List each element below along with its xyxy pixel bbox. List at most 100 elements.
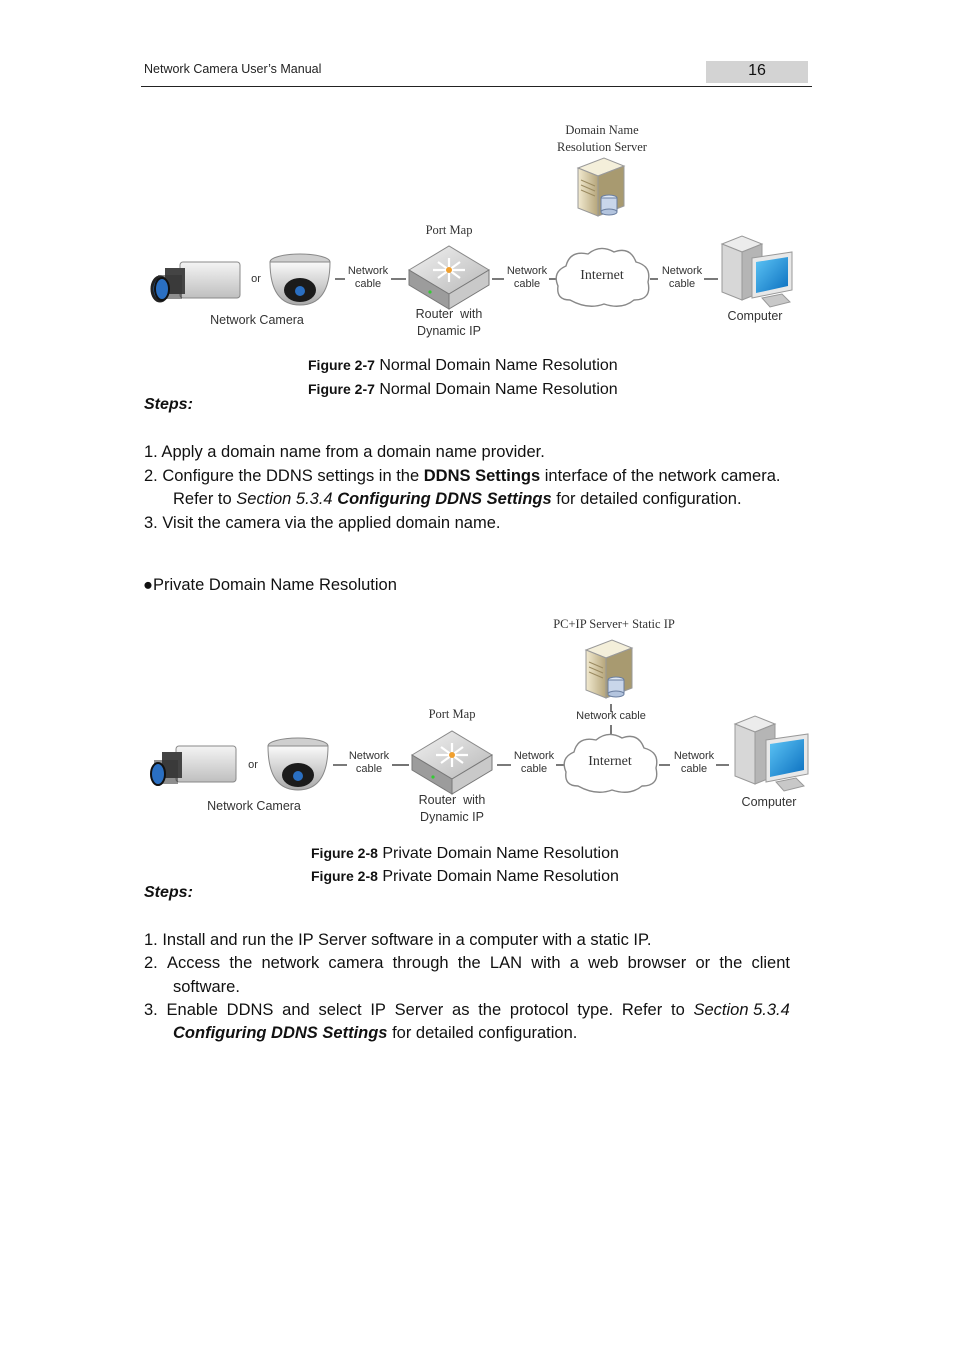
step2-3-word: Enable [166,1001,218,1019]
figure-2-7 [0,0,954,400]
dome-camera-icon [267,737,329,791]
fig1-server-label: Domain Name Resolution Server [540,122,664,156]
fig2-router-line2: Dynamic IP [420,810,484,824]
box-camera-icon [150,261,241,303]
fig2-cable-1-line1: Network [348,750,390,762]
step2-2-word: browser [627,954,687,972]
step2-2-word: Access [166,954,221,972]
fig2-router-line1: Router with [418,793,486,807]
fig2-cable-2-line2: cable [520,763,548,775]
fig2-caption-repeat-number: Figure 2-8 [311,868,378,884]
step1-3: 3. Visit the camera via the applied doma… [144,514,501,532]
box-camera-icon [150,745,237,786]
fig2-caption: Figure 2-8 Private Domain Name Resolutio… [311,845,619,863]
fig2-caption-number: Figure 2-8 [311,845,378,861]
router-icon [411,730,493,795]
fig1-network-camera-label: Network Camera [210,313,304,327]
step2-2-word: the [457,954,481,972]
fig1-cable-1-line1: Network [347,265,389,277]
fig1-router-label: Router with Dynamic IP [404,306,494,340]
fig1-cable-label-3: Network cable [655,265,709,291]
fig2-port-map-label: Port Map [428,707,476,721]
step1-2b-italic: Section 5.3.4 [236,490,338,508]
bullet-private-ddns: ●Private Domain Name Resolution [143,576,397,594]
fig1-caption-repeat-text: Normal Domain Name Resolution [374,381,618,398]
step1-2-cont: Refer to Section 5.3.4 Configuring DDNS … [173,490,742,509]
fig2-caption-repeat: Figure 2-8 Private Domain Name Resolutio… [311,868,619,886]
fig1-cable-label-1: Network cable [341,265,395,291]
cable-lines [333,704,729,766]
step2-3-word: protocol [509,1001,569,1019]
page-number-box [706,61,808,83]
step2-2-word: the [719,954,743,972]
step1-2-post: interface of the network camera. [540,467,781,485]
fig1-cable-3-line1: Network [661,265,703,277]
step2-2-word: with [531,954,561,972]
fig1-or-label: or [251,273,261,285]
page-number: 16 [748,62,766,79]
step2-2-cont: software. [173,978,240,996]
fig1-cable-2-line1: Network [506,265,548,277]
fig1-caption: Figure 2-7 Normal Domain Name Resolution [308,357,618,375]
fig2-server-label: PC+IP Server+ Static IP [553,617,675,631]
fig2-internet-label: Internet [588,754,632,769]
step2-3-word: as [452,1001,470,1019]
step2-1: 1. Install and run the IP Server softwar… [144,931,652,949]
fig1-caption-number: Figure 2-7 [308,357,375,373]
step2-3-word: Server [394,1001,444,1019]
step2-2-word: through [392,954,449,972]
step2-3-word: select [318,1001,362,1019]
step1-2b-post: for detailed configuration. [551,490,742,508]
step2-2-word: camera [328,954,384,972]
steps-heading-2: Steps: [144,884,193,901]
fig1-server-label-line2: Resolution Server [557,140,647,154]
fig2-caption-repeat-text: Private Domain Name Resolution [377,868,619,885]
fig1-internet-label: Internet [580,268,624,283]
fig2-cable-2-line1: Network [513,750,555,762]
step1-2b-pre: Refer to [173,490,237,508]
fig1-port-map-label: Port Map [425,223,473,237]
figure-2-8 [0,600,954,840]
fig2-server-cable-label: Network cable [576,710,646,722]
step2-2-word: 2. [144,954,158,972]
router-icon [408,245,490,310]
steps-heading-1: Steps: [144,396,193,413]
step1-2: 2. Configure the DDNS settings in the DD… [144,467,780,486]
step2-2-word: the [229,954,253,972]
fig2-caption-text: Private Domain Name Resolution [377,845,619,862]
fig1-cable-1-line2: cable [354,278,382,290]
step2-2-word: web [588,954,619,972]
step2-3-word: type. [577,1001,614,1019]
step2-3b-bolditalic: Configuring DDNS Settings [173,1024,388,1042]
fig2-router-label: Router with Dynamic IP [407,792,497,826]
fig1-server-label-line1: Domain Name [565,123,639,137]
fig2-cable-label-3: Network cable [667,750,721,776]
step2-2-word: or [695,954,711,972]
step2-3-word: and [282,1001,310,1019]
step2-3-word: the [478,1001,502,1019]
fig1-cable-2-line2: cable [513,278,541,290]
figure-2-8-diagram [150,639,809,795]
step2-2-word: a [569,954,579,972]
step2-2: 2. Access the network camera through the… [144,954,790,973]
fig2-cable-label-1: Network cable [342,750,396,776]
cloud-icon [563,733,658,793]
fig2-cable-3-line1: Network [673,750,715,762]
step2-3: 3. Enable DDNS and select IP Server as t… [144,1001,790,1020]
fig1-cable-3-line2: cable [668,278,696,290]
step1-1: 1. Apply a domain name from a domain nam… [144,443,545,461]
step2-3-word: DDNS [226,1001,274,1019]
fig1-caption-repeat: Figure 2-7 Normal Domain Name Resolution [308,381,618,399]
step1-2-bold: DDNS Settings [423,467,541,485]
fig2-network-camera-label: Network Camera [207,799,301,813]
step2-2-word: network [261,954,320,972]
server-icon [576,157,626,217]
fig2-or-label: or [248,759,258,771]
dome-camera-icon [269,253,331,306]
fig1-caption-repeat-number: Figure 2-7 [308,381,375,397]
running-header-title: Network Camera User’s Manual [144,62,322,76]
fig2-cable-3-line2: cable [680,763,708,775]
fig1-computer-label: Computer [727,309,783,323]
fig1-cable-label-2: Network cable [500,265,554,291]
step2-3-section-ref: Section 5.3.4 [693,1001,790,1019]
